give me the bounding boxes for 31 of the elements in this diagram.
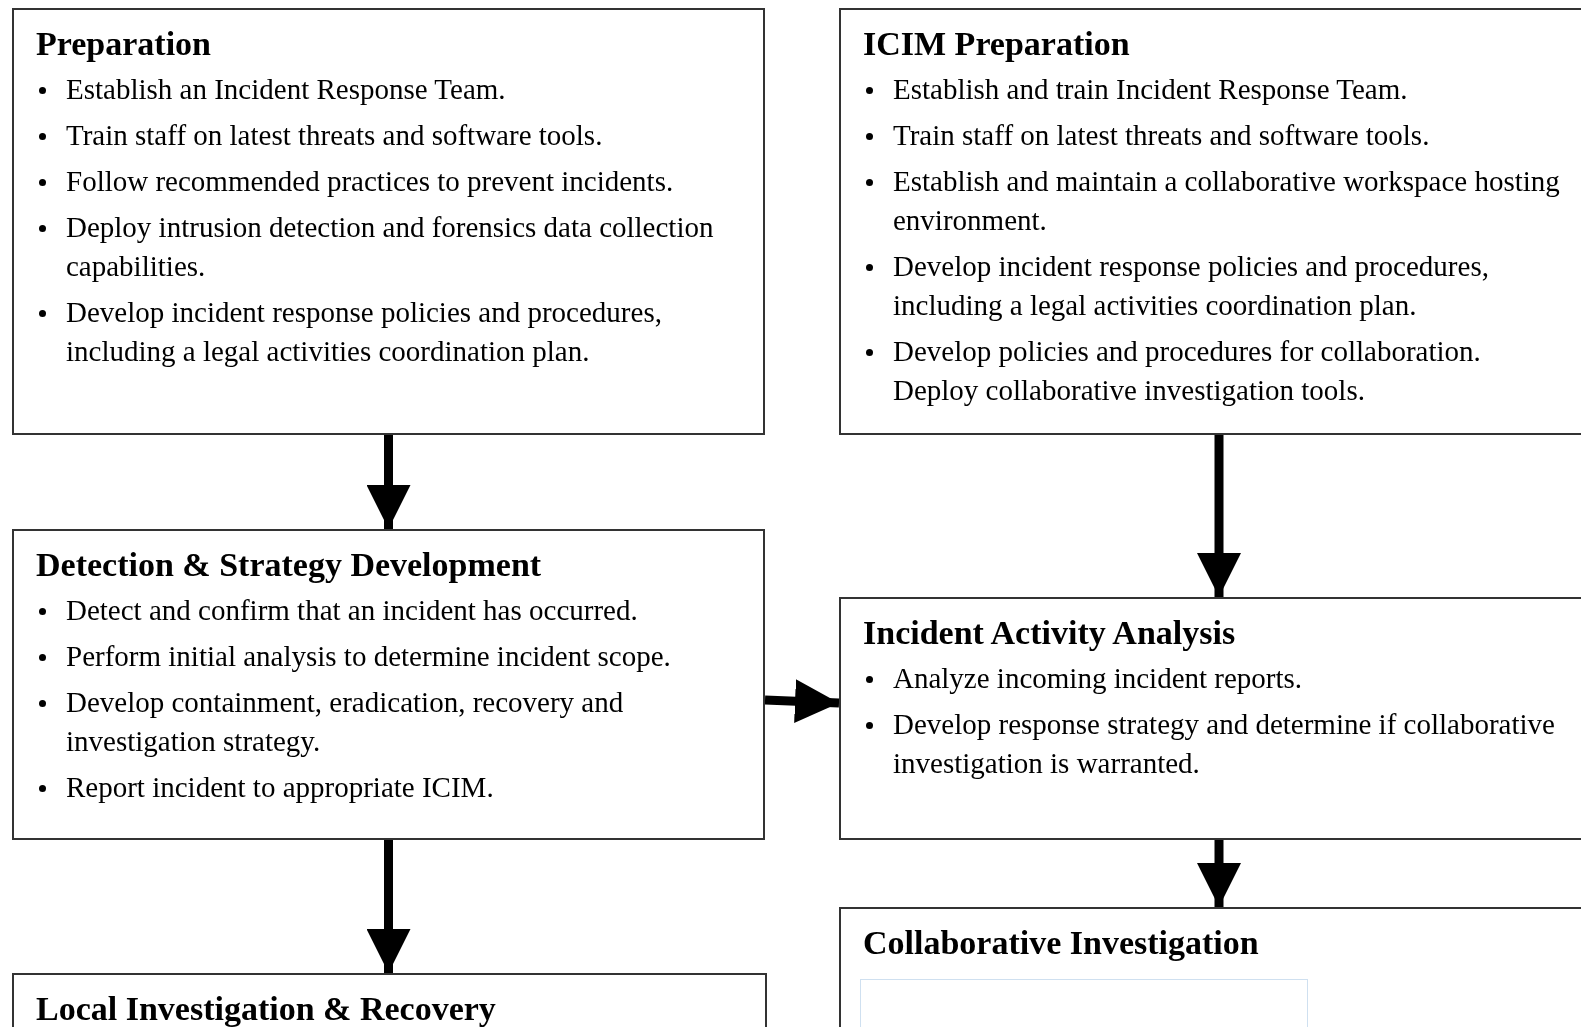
arrow	[1197, 840, 1241, 907]
bullet-text: Analyze incoming incident reports.	[893, 661, 1304, 696]
process-box	[839, 8, 1581, 435]
bullet-text: Deploy intrusion detection and forensics data collection capabilities.	[66, 210, 715, 284]
bullet-text: Train staff on latest threats and software tools.	[893, 118, 1431, 153]
box-heading: Incident Activity Analysis	[863, 613, 1236, 653]
bullet-text: Train staff on latest threats and software tools.	[66, 118, 604, 153]
box-heading: Preparation	[36, 24, 211, 64]
bullet-text: Develop response strategy and determine if collaborative investigation is warranted.	[893, 707, 1556, 781]
bullet-text: Establish an Incident Response Team.	[66, 72, 507, 107]
arrow	[366, 840, 411, 973]
bullet-text: Develop incident response policies and procedures, including a legal activities coordination plan.	[66, 295, 663, 369]
bullet-text: Report incident to appropriate ICIM.	[66, 770, 495, 805]
bullet-text: Develop containment, eradication, recovery and investigation strategy.	[66, 685, 625, 759]
arrow	[366, 435, 411, 529]
arrow	[1197, 435, 1241, 597]
bullet-text: Develop policies and procedures for collaboration. Deploy collaborative investigation tools.	[893, 334, 1482, 408]
arrow	[764, 679, 840, 724]
process-box	[12, 8, 765, 435]
bullet-text: Establish and maintain a collaborative workspace hosting environment.	[893, 164, 1561, 238]
process-box	[12, 529, 765, 840]
box-heading: Collaborative Investigation	[863, 923, 1259, 963]
box-heading: ICIM Preparation	[863, 24, 1130, 64]
bullet-text: Detect and confirm that an incident has occurred.	[66, 593, 639, 628]
process-box	[839, 597, 1581, 840]
bullet-text: Establish and train Incident Response Team.	[893, 72, 1409, 107]
box-heading: Local Investigation & Recovery	[36, 989, 496, 1027]
bullet-text: Follow recommended practices to prevent incidents.	[66, 164, 675, 199]
bullet-text: Develop incident response policies and procedures, including a legal activities coordination plan.	[893, 249, 1490, 323]
bullet-text: Perform initial analysis to determine incident scope.	[66, 639, 672, 674]
box-heading: Detection & Strategy Development	[36, 545, 542, 585]
